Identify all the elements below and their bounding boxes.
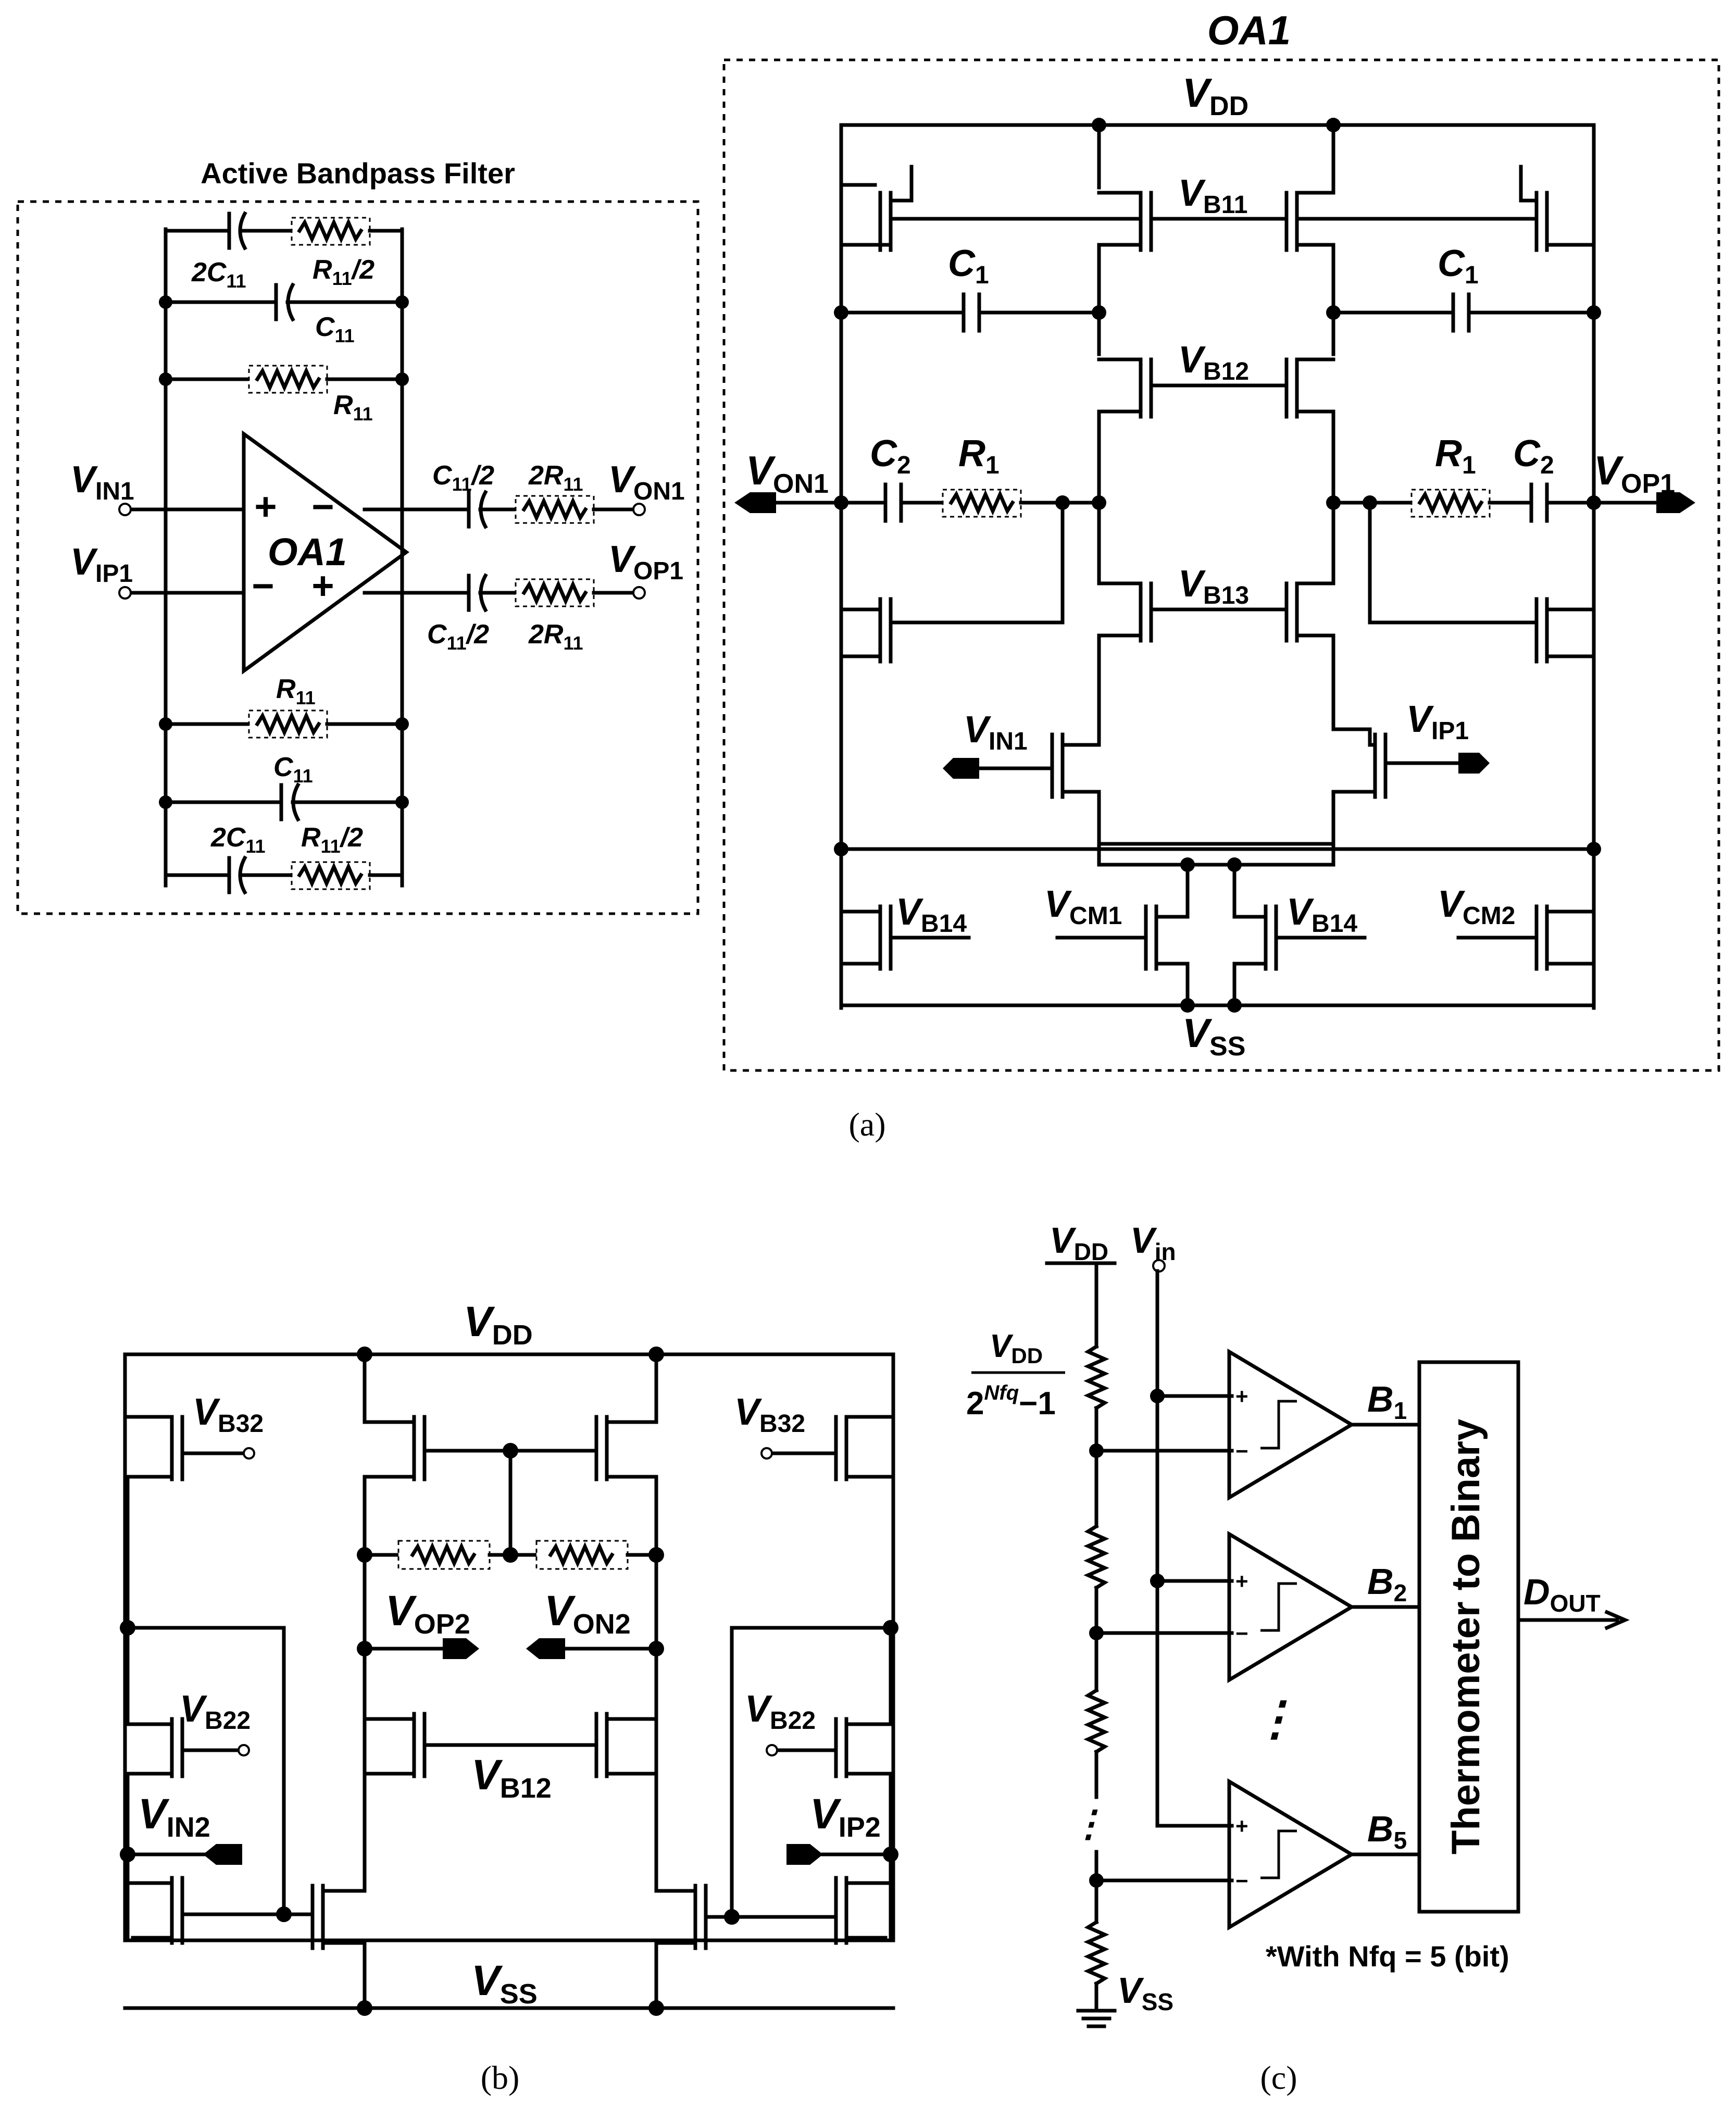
oa1-vss-label: VSS — [1182, 1010, 1245, 1062]
oa1-vop1-label: VOP1 — [1594, 447, 1675, 499]
oa1-vin1-label: VIN1 — [964, 709, 1028, 755]
filter-vip1-label: VIP1 — [70, 541, 133, 588]
c-ladder-dots: ⋮ — [1070, 1803, 1107, 1844]
panel-b: VDD VSS VB32 VB32 VB22 — [120, 1298, 898, 2016]
opamp-label: OA1 — [268, 530, 347, 574]
svg-text:−: − — [311, 485, 334, 528]
b-vb32-right: VB32 — [734, 1391, 805, 1438]
b-vss-label: VSS — [471, 1957, 538, 2010]
c-frac-numerator: VDD — [990, 1328, 1043, 1368]
c-b1-label: B1 — [1367, 1379, 1407, 1424]
b-vb22-right: VB22 — [745, 1688, 816, 1735]
c-dout-label: DOUT — [1523, 1572, 1601, 1617]
c-vss-label: VSS — [1117, 1970, 1173, 2015]
filter-vop1-label: VOP1 — [608, 539, 683, 585]
b-vb32-left: VB32 — [193, 1391, 264, 1438]
oa1-r1-left: R1 — [958, 433, 1000, 479]
filter-2r11-top: 2R11 — [528, 460, 583, 495]
filter-2c11-bottom: 2C11 — [210, 823, 266, 857]
filter-title: Active Bandpass Filter — [201, 157, 515, 190]
c-vdd-label: VDD — [1050, 1220, 1108, 1265]
b-vin2-label: VIN2 — [138, 1790, 210, 1843]
filter-2c11-top: 2C11 — [191, 257, 246, 292]
svg-text:−: − — [1235, 1868, 1248, 1893]
svg-text:+: + — [311, 564, 334, 607]
svg-text:−: − — [1235, 1439, 1248, 1463]
b-vop2-label: VOP2 — [385, 1587, 470, 1640]
oa1-c1-left: C1 — [948, 243, 989, 289]
oa1-dashed-box — [722, 58, 1720, 1072]
oa1-vcm1-label: VCM1 — [1044, 883, 1122, 930]
b-vb22-left: VB22 — [180, 1688, 251, 1735]
filter-r11-bottom: R11 — [276, 674, 316, 708]
c-converter-label: Thermometer to Binary — [1444, 1419, 1488, 1854]
oa1-vdd-label: VDD — [1182, 70, 1248, 121]
c-note: *With Nfq = 5 (bit) — [1266, 1940, 1509, 1973]
svg-text:−: − — [252, 564, 274, 607]
comparator-1 — [1227, 1348, 1355, 1501]
panel-a-filter: Active Bandpass Filter — [16, 157, 700, 915]
c-comparator-dots: ⋮ — [1252, 1693, 1298, 1745]
b-vb12-label: VB12 — [471, 1751, 552, 1804]
filter-dashed-box — [16, 200, 700, 915]
filter-r11half-bottom: R11/2 — [301, 823, 363, 857]
filter-r11half-top: R11/2 — [313, 255, 374, 289]
c-b5-label: B5 — [1367, 1809, 1407, 1854]
panel-c: VDD Vin ⋮ VSS VDD 2Nfq−1 — [966, 1220, 1630, 2028]
oa1-c1-right: C1 — [1438, 243, 1479, 289]
caption-b: (b) — [481, 2059, 520, 2096]
b-vip2-label: VIP2 — [810, 1790, 881, 1843]
oa1-r1-right: R1 — [1435, 433, 1476, 479]
thermometer-to-binary-block — [1417, 1360, 1520, 1914]
filter-c11-top: C11 — [315, 312, 355, 346]
b-vdd-label: VDD — [464, 1298, 533, 1351]
c-b2-label: B2 — [1367, 1561, 1407, 1606]
filter-2r11-bottom: 2R11 — [528, 619, 583, 654]
oa1-vb12-label: VB12 — [1178, 339, 1249, 385]
panel-a-oa1: OA1 VDD VSS — [722, 7, 1720, 1072]
oa1-von1-label: VON1 — [746, 447, 829, 499]
comparator-5 — [1227, 1778, 1355, 1931]
filter-c11half-top: C11/2 — [432, 460, 494, 495]
svg-text:+: + — [1235, 1384, 1248, 1409]
c-vin-label: Vin — [1130, 1220, 1176, 1265]
filter-vin1-label: VIN1 — [70, 459, 134, 505]
b-von2-label: VON2 — [544, 1587, 631, 1640]
filter-von1-label: VON1 — [608, 459, 685, 505]
svg-text:−: − — [1235, 1621, 1248, 1646]
oa1-c2-left: C2 — [870, 433, 911, 479]
filter-c11-bottom: C11 — [273, 752, 313, 787]
caption-a: (a) — [848, 1106, 885, 1143]
svg-text:+: + — [254, 485, 277, 528]
comparator-2 — [1227, 1530, 1355, 1684]
oa1-vcm2-label: VCM2 — [1438, 883, 1515, 930]
oa1-vip1-label: VIP1 — [1406, 699, 1469, 745]
svg-text:+: + — [1235, 1814, 1248, 1838]
oa1-vb14-left: VB14 — [896, 891, 967, 938]
opamp-oa1-symbol — [242, 430, 409, 675]
oa1-vb13-label: VB13 — [1178, 563, 1249, 609]
caption-c: (c) — [1260, 2059, 1297, 2096]
oa1-vb11-label: VB11 — [1178, 172, 1247, 219]
c-frac-denominator: 2Nfq−1 — [966, 1381, 1056, 1422]
oa1-c2-right: C2 — [1513, 433, 1554, 479]
filter-r11-top: R11 — [333, 390, 373, 425]
oa1-title: OA1 — [1207, 7, 1291, 53]
oa1-vb14-right: VB14 — [1287, 891, 1357, 938]
filter-c11half-bottom: C11/2 — [427, 619, 489, 654]
svg-text:+: + — [1235, 1569, 1248, 1593]
